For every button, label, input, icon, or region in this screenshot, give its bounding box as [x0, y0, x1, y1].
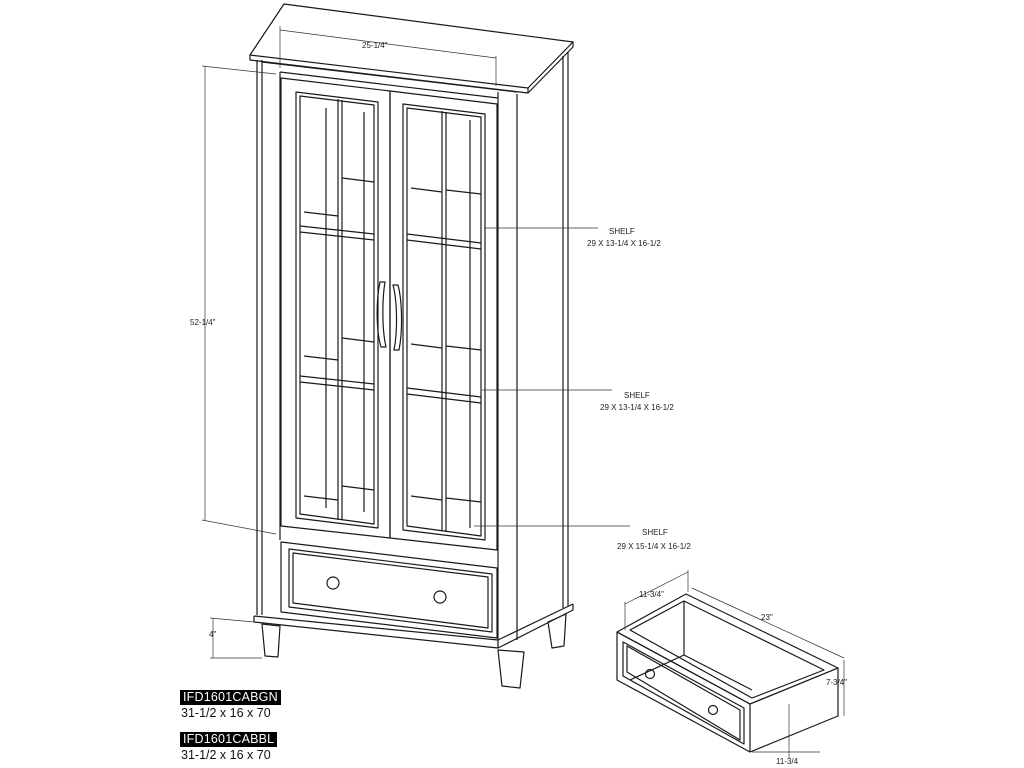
cabinet-drawer: [280, 541, 498, 639]
shelf-3-size: 29 X 15-1/4 X 16-1/2: [617, 542, 691, 551]
shelf-1-size: 29 X 13-1/4 X 16-1/2: [587, 239, 661, 248]
shelf-2-label: SHELF: [624, 391, 650, 400]
model-size-1: 31-1/2 x 16 x 70: [181, 706, 271, 720]
model-size-2: 31-1/2 x 16 x 70: [181, 748, 271, 762]
cabinet-height-label: 52-1/4": [190, 318, 216, 327]
left-door: [280, 77, 391, 539]
cabinet-width-label: 25-1/4": [362, 41, 388, 50]
drawer-height-label: 7-3/4": [826, 678, 847, 687]
shelf-2-size: 29 X 13-1/4 X 16-1/2: [600, 403, 674, 412]
door-handles-icon: [376, 281, 403, 351]
leg-height-label: 4": [209, 630, 216, 639]
shelf-3-label: SHELF: [642, 528, 668, 537]
drawer-detail: [616, 593, 839, 753]
cabinet-top: [249, 3, 574, 94]
right-door: [389, 90, 498, 551]
cabinet-base: [253, 603, 574, 689]
drawer-depth-label: 23": [761, 613, 773, 622]
model-code-2: IFD1601CABBL: [180, 732, 278, 747]
drawer-width-top-label: 11-3/4": [639, 590, 664, 599]
shelf-1-label: SHELF: [609, 227, 635, 236]
cabinet-body: [256, 52, 569, 640]
model-code-1: IFD1601CABGN: [180, 690, 281, 705]
drawer-width-bottom-label: 11-3/4: [776, 757, 799, 766]
